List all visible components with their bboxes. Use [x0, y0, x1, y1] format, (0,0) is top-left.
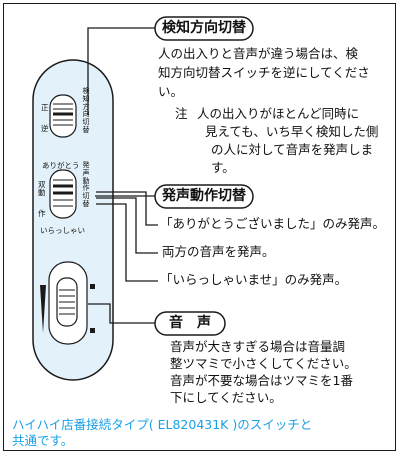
- volume-low-mark: [90, 328, 95, 333]
- leader-opt-2: [96, 197, 158, 254]
- voice-mode-title: 発声動作切替: [162, 188, 246, 204]
- volume-high-mark: [90, 284, 95, 289]
- mode-switch: [49, 169, 77, 219]
- reverse-label: 逆: [41, 124, 49, 133]
- direction-switch-label: 検 知 方 向 切 替: [82, 87, 90, 134]
- voice-option-1: 「ありがとうございました」のみ発声。: [160, 216, 386, 231]
- direction-note: 人の出入りがほとんど同時に 見えても、いち早く検知した側 の人に対して音声を発声…: [197, 106, 379, 175]
- direction-body: 人の出入りと音声が違う場合は、検 知方向切替スイッチを逆にしてくださ い。: [158, 46, 370, 99]
- volume-title: 音 声: [169, 315, 211, 331]
- volume-wedge-icon: [40, 285, 46, 333]
- footer-note: ハイハイ店番接続タイプ( EL820431K )のスイッチと 共通です。: [12, 417, 313, 448]
- voice-option-2: 両方の音声を発声。: [162, 244, 275, 259]
- thanks-label: ありがとう: [42, 161, 80, 170]
- leader-opt-3: [96, 203, 158, 282]
- direction-title: 検知方向切替: [162, 20, 246, 36]
- forward-label: 正: [41, 103, 49, 112]
- volume-body: 音声が大きすぎる場合は音量調 整ツマミで小さくしてください。 音声が不要な場合は…: [170, 339, 357, 405]
- volume-slider: [48, 261, 88, 345]
- leader-opt-1: [96, 191, 158, 226]
- leader-direction: [87, 27, 155, 115]
- welcome-label: いらっしゃい: [40, 226, 85, 235]
- voice-option-3: 「いらっしゃいませ」のみ発声。: [160, 272, 348, 287]
- act-label: 作: [38, 209, 46, 218]
- leader-volume: [88, 303, 155, 324]
- direction-note-mark: 注: [175, 106, 188, 121]
- both-label: 双動: [38, 180, 46, 197]
- direction-switch: [49, 94, 77, 138]
- outer-frame: [3, 3, 396, 451]
- mode-switch-label: 発 声 動 作 切 替: [82, 161, 90, 208]
